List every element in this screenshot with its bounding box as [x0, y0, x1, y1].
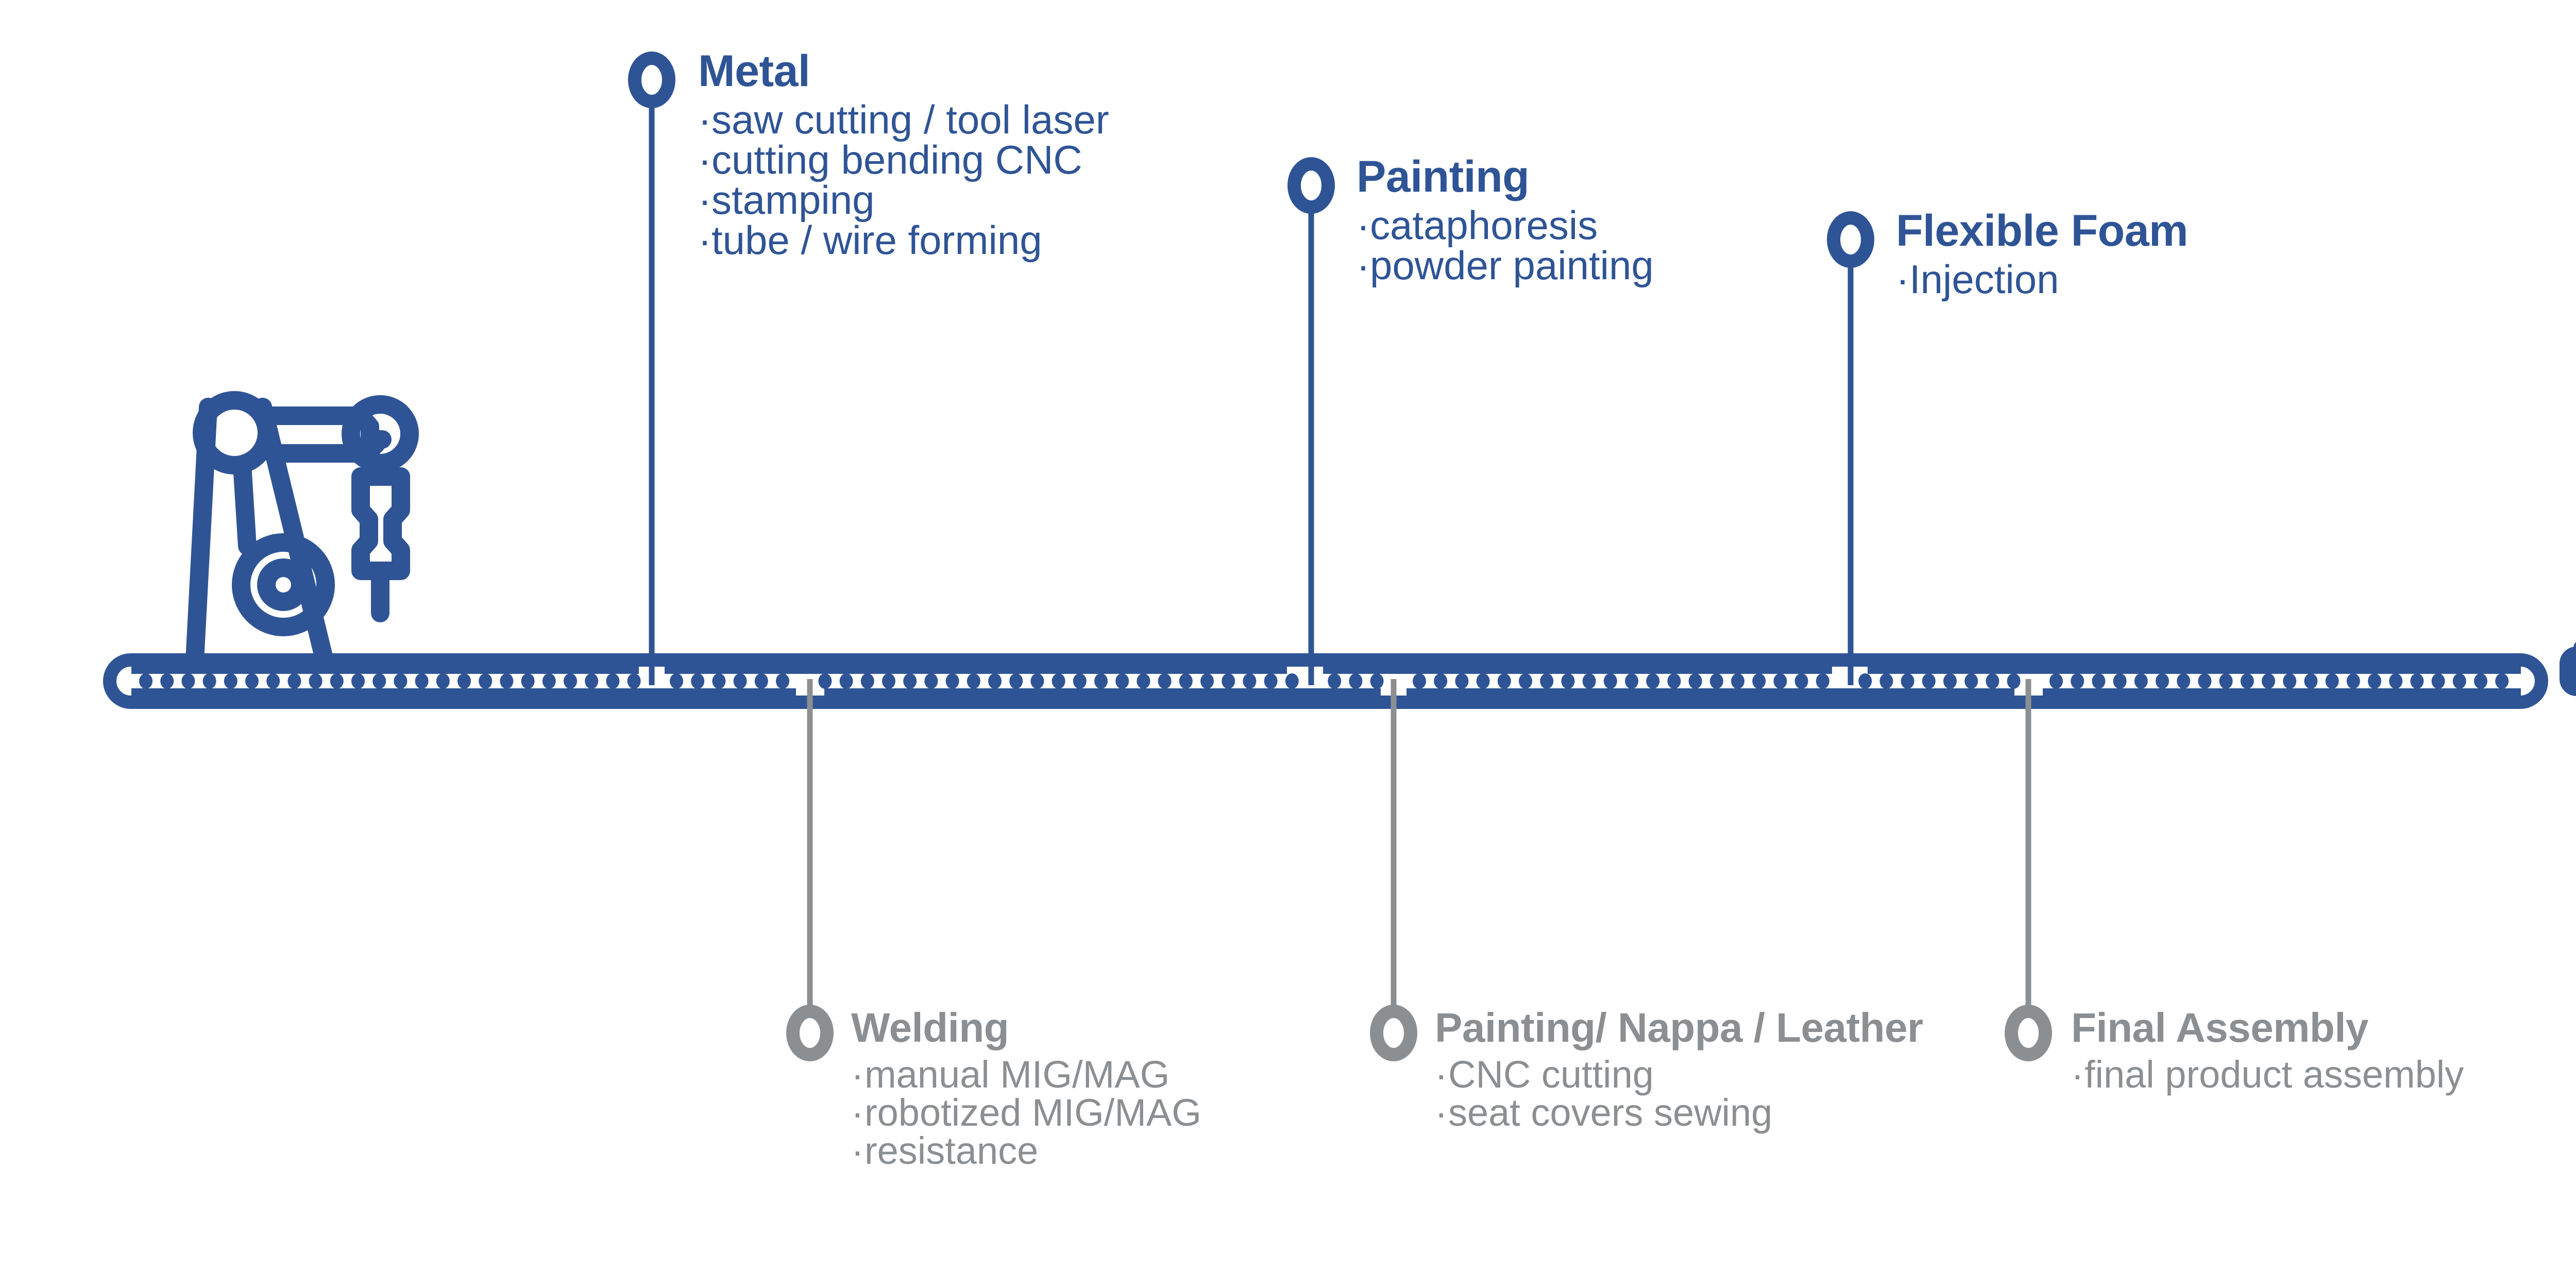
- node-painting[interactable]: Painting ·cataphoresis ·powder painting: [1357, 155, 1654, 285]
- node-title: Final Assembly: [2071, 1005, 2368, 1050]
- node-item: ·cutting bending CNC: [698, 140, 1109, 180]
- bullet-icon: ·: [2071, 1053, 2084, 1096]
- node-item-label: final product assembly: [2084, 1053, 2464, 1096]
- bullet-icon: ·: [851, 1053, 864, 1096]
- bullet-icon: ·: [1357, 202, 1370, 248]
- node-metal[interactable]: Metal ·saw cutting / tool laser ·cutting…: [698, 49, 1109, 260]
- node-item: ·powder painting: [1357, 245, 1654, 285]
- node-item-label: resistance: [865, 1129, 1039, 1172]
- conveyor-bottom-bars: [131, 688, 2521, 706]
- node-item: ·resistance: [851, 1132, 1201, 1170]
- bullet-icon: ·: [698, 137, 711, 182]
- conveyor-top-bars: [131, 656, 2521, 674]
- bullet-icon: ·: [851, 1129, 864, 1172]
- node-items: ·Injection: [1896, 259, 2188, 299]
- node-item-label: Injection: [1909, 257, 2059, 302]
- node-item: ·seat covers sewing: [1435, 1094, 1923, 1132]
- node-item: ·manual MIG/MAG: [851, 1056, 1201, 1094]
- node-item-label: powder painting: [1370, 243, 1654, 288]
- bullet-icon: ·: [1435, 1091, 1448, 1134]
- node-item-label: manual MIG/MAG: [865, 1053, 1170, 1096]
- node-title: Painting/ Nappa / Leather: [1435, 1005, 1923, 1050]
- node-item-label: robotized MIG/MAG: [865, 1091, 1201, 1134]
- node-item-label: cutting bending CNC: [711, 137, 1082, 182]
- node-item-label: saw cutting / tool laser: [711, 97, 1109, 142]
- industrial-robot-arm-icon: [185, 391, 419, 670]
- bullet-icon: ·: [851, 1091, 864, 1134]
- bullet-icon: ·: [698, 177, 711, 223]
- ring-marker-icon-welding[interactable]: [786, 1005, 834, 1061]
- ring-marker-icon-painting-nappa-leather[interactable]: [1370, 1005, 1417, 1061]
- conveyor-belt-icon: [103, 653, 2548, 709]
- node-title: Welding: [851, 1005, 1009, 1050]
- conveyor-dots: [139, 673, 2509, 689]
- node-title: Metal: [698, 46, 810, 96]
- node-item-label: stamping: [711, 177, 875, 223]
- node-items: ·manual MIG/MAG ·robotized MIG/MAG ·resi…: [851, 1056, 1201, 1170]
- ring-marker-icon-flexible-foam[interactable]: [1827, 211, 1874, 268]
- node-title: Painting: [1357, 152, 1530, 201]
- node-item-label: seat covers sewing: [1448, 1091, 1773, 1134]
- ring-marker-icon-metal[interactable]: [628, 52, 675, 108]
- node-item: ·robotized MIG/MAG: [851, 1094, 1201, 1132]
- bullet-icon: ·: [698, 217, 711, 263]
- bullet-icon: ·: [1357, 243, 1370, 288]
- node-item-label: tube / wire forming: [711, 217, 1042, 263]
- node-item: ·saw cutting / tool laser: [698, 99, 1109, 140]
- bottom-markers: [786, 1005, 2052, 1061]
- bottom-connectors: [807, 679, 2031, 1025]
- car-seat-icon: [2560, 641, 2576, 696]
- node-item: ·final product assembly: [2071, 1056, 2464, 1094]
- node-item-label: CNC cutting: [1448, 1053, 1654, 1096]
- node-items: ·final product assembly: [2071, 1056, 2464, 1094]
- ring-marker-icon-final-assembly[interactable]: [2005, 1005, 2052, 1061]
- node-title: Flexible Foam: [1896, 206, 2189, 256]
- node-items: ·cataphoresis ·powder painting: [1357, 205, 1654, 285]
- top-connectors: [649, 88, 1854, 685]
- node-item: ·tube / wire forming: [698, 220, 1109, 260]
- node-item: ·cataphoresis: [1357, 205, 1654, 245]
- node-welding[interactable]: Welding ·manual MIG/MAG ·robotized MIG/M…: [851, 1007, 1201, 1170]
- node-item: ·stamping: [698, 180, 1109, 220]
- top-markers: [628, 52, 1874, 268]
- bullet-icon: ·: [698, 97, 711, 142]
- node-final-assembly[interactable]: Final Assembly ·final product assembly: [2071, 1007, 2464, 1094]
- node-items: ·saw cutting / tool laser ·cutting bendi…: [698, 99, 1109, 260]
- node-painting-nappa-leather[interactable]: Painting/ Nappa / Leather ·CNC cutting ·…: [1435, 1007, 1923, 1132]
- ring-marker-icon-painting[interactable]: [1287, 157, 1335, 214]
- bullet-icon: ·: [1896, 257, 1909, 302]
- node-flexible-foam[interactable]: Flexible Foam ·Injection: [1896, 206, 2189, 299]
- bullet-icon: ·: [1435, 1053, 1448, 1096]
- node-items: ·CNC cutting ·seat covers sewing: [1435, 1056, 1923, 1132]
- node-item: ·Injection: [1896, 259, 2188, 299]
- node-item: ·CNC cutting: [1435, 1056, 1923, 1094]
- node-item-label: cataphoresis: [1370, 202, 1598, 248]
